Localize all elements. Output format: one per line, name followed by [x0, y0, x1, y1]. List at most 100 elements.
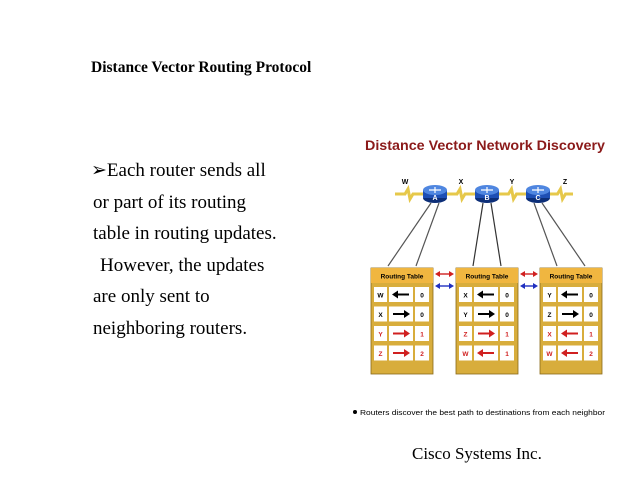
cell-hops-label: 0 [505, 312, 509, 319]
cell-hops [500, 345, 514, 361]
router-label: B [484, 195, 489, 202]
cell-network-label: W [462, 351, 469, 358]
cell-network-label: Z [379, 351, 383, 358]
router-arrows [429, 187, 441, 193]
diagram-caption: Routers discover the best path to destin… [360, 408, 606, 417]
cell-hops [584, 345, 598, 361]
cell-hops-label: 0 [589, 293, 593, 300]
cell-hops [500, 306, 514, 322]
credit-text: Cisco Systems Inc. [412, 444, 542, 463]
arrowhead [489, 310, 495, 318]
cell-network [543, 345, 556, 361]
cell-hops-label: 0 [589, 312, 593, 319]
router-icon: C [526, 185, 550, 203]
table-header-label: Routing Table [550, 274, 593, 281]
cell-hops-label: 0 [505, 293, 509, 300]
bullet-line: neighboring routers. [93, 317, 248, 339]
arrowhead [477, 290, 483, 299]
cell-network [459, 306, 472, 322]
cell-hops [415, 345, 429, 361]
router-label: C [535, 195, 540, 202]
router-arrows [481, 187, 493, 193]
router-label: A [432, 195, 437, 202]
arrowhead [435, 271, 440, 277]
bullet-line: ➢Each router sends all [91, 160, 266, 181]
distance-vector-diagram: Distance Vector Network Discovery W X Y Z A… [345, 124, 613, 424]
network-label: Z [563, 179, 568, 186]
table-header-bg [371, 268, 433, 283]
connector-line [415, 202, 440, 267]
cell-network-label: X [547, 332, 552, 339]
cell-hops [500, 287, 514, 302]
cell-network [543, 306, 556, 322]
network-link [499, 184, 526, 204]
cell-network-label: Y [378, 332, 383, 339]
connector-line [541, 202, 586, 267]
bullet-line: are only sent to [93, 286, 210, 307]
bullet-marker: ➢ [91, 160, 107, 181]
cell-hops [415, 306, 429, 322]
network-label: W [402, 179, 409, 186]
cell-network [459, 345, 472, 361]
arrowhead [561, 329, 567, 338]
cell-hops [584, 326, 598, 341]
cell-network [374, 326, 387, 341]
cell-network-label: W [546, 351, 553, 358]
cell-hops-label: 1 [420, 332, 424, 339]
caption-bullet [353, 410, 357, 414]
network-label: X [459, 179, 464, 186]
cell-hops [500, 326, 514, 341]
cell-hops-label: 1 [589, 332, 593, 339]
cell-network [374, 306, 387, 322]
router-icon: A [423, 185, 447, 203]
cell-hops [415, 326, 429, 341]
cell-network [459, 326, 472, 341]
network-link [550, 184, 573, 204]
slide-title: Distance Vector Routing Protocol [91, 59, 312, 76]
arrowhead [404, 310, 410, 318]
bullet-text: ➢Each router sends all or part of its ro… [91, 155, 361, 344]
network-label: Y [510, 179, 515, 186]
network-link [447, 184, 475, 204]
cell-hops-label: 0 [420, 312, 424, 319]
arrowhead [449, 271, 454, 277]
arrowhead [573, 310, 579, 318]
update-exchange-arrows [435, 271, 538, 289]
cell-network-label: Z [548, 312, 552, 319]
diagram-title: Distance Vector Network Discovery [365, 138, 606, 153]
arrowhead [561, 290, 567, 299]
arrowhead [392, 290, 398, 299]
arrowhead [404, 329, 410, 338]
cell-hops-label: 1 [505, 351, 509, 358]
table-header-label: Routing Table [381, 274, 424, 281]
arrowhead [533, 271, 538, 277]
connector-line [490, 202, 502, 267]
network-link [395, 184, 423, 204]
arrowhead [561, 349, 567, 357]
cell-network [543, 287, 556, 302]
router-arrows [532, 187, 544, 193]
cell-network-label: X [378, 312, 383, 319]
cell-hops-label: 2 [589, 351, 593, 358]
cell-hops [584, 287, 598, 302]
arrowhead [449, 283, 454, 289]
router-table-connectors [387, 202, 586, 267]
arrowhead [533, 283, 538, 289]
cell-network-label: W [377, 293, 384, 300]
arrowhead [520, 271, 525, 277]
bullet-line: or part of its routing [93, 191, 247, 213]
cell-hops-label: 0 [420, 293, 424, 300]
connector-line [472, 202, 484, 267]
cell-network-label: Y [463, 312, 468, 319]
bullet-line: table in routing updates. [93, 223, 277, 244]
cell-network-label: X [463, 293, 468, 300]
cell-network [374, 345, 387, 361]
network-labels: W X Y Z [402, 179, 568, 186]
cell-hops [415, 287, 429, 302]
cell-network [459, 287, 472, 302]
arrowhead [404, 349, 410, 357]
cell-hops-label: 1 [505, 332, 509, 339]
table-header-bg [456, 268, 518, 283]
